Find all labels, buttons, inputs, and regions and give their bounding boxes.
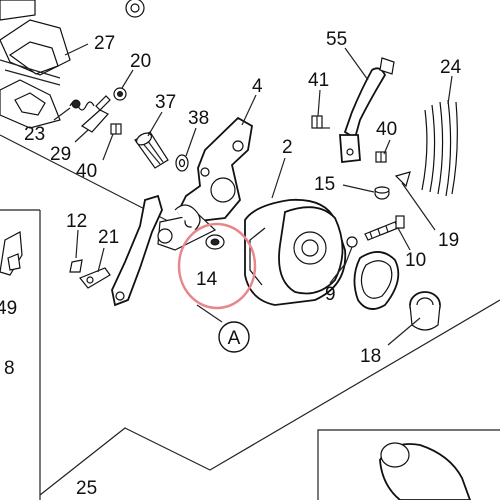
part-23-spring	[69, 99, 95, 111]
label-27: 27	[94, 33, 115, 54]
callout-circle	[218, 321, 250, 353]
part-21-link	[79, 267, 111, 289]
label-8: 8	[4, 358, 15, 379]
label-12: 12	[66, 211, 87, 232]
label-14: 14	[196, 269, 218, 290]
label-4: 4	[252, 76, 263, 97]
leader-lines	[53, 43, 453, 346]
highlight-ring	[177, 222, 257, 310]
label-23: 23	[24, 124, 45, 145]
part-38-washer	[175, 154, 189, 172]
frame-lines	[0, 134, 500, 500]
inset-part	[379, 442, 471, 500]
part-15-cylinder	[374, 186, 390, 200]
label-29: 29	[50, 144, 71, 165]
label-9: 9	[325, 284, 336, 305]
part-18-bushing	[409, 291, 441, 331]
label-20: 20	[130, 51, 151, 72]
part-40-screw-left	[110, 123, 122, 135]
part-41-screw	[311, 115, 330, 129]
label-10: 10	[405, 250, 426, 271]
part-4-plate-bracket	[176, 116, 253, 223]
part-labels: 27 20 55 24 4 41 37 38 23 29 40 40 2 15 …	[0, 29, 462, 499]
callout-letter: A	[228, 328, 241, 349]
part-12-clip	[69, 259, 83, 273]
part-19-pin	[394, 171, 411, 188]
part-14-bushing	[205, 234, 225, 250]
label-55: 55	[326, 29, 347, 50]
label-37: 37	[155, 92, 176, 113]
label-38: 38	[188, 108, 209, 129]
label-19: 19	[438, 230, 459, 251]
part-20-nut	[113, 87, 127, 101]
part-40-screw-right	[375, 151, 387, 163]
lower-left-parts	[0, 231, 23, 276]
label-24: 24	[440, 57, 462, 78]
label-40-left: 40	[76, 161, 97, 182]
label-2: 2	[282, 137, 293, 158]
label-25: 25	[76, 478, 97, 499]
label-15: 15	[314, 174, 335, 195]
part-24-springs	[421, 99, 458, 197]
label-49: 49	[0, 298, 17, 319]
label-21: 21	[98, 227, 119, 248]
upper-left-bracket-assembly	[0, 0, 145, 129]
part-2-main-housing	[244, 198, 347, 306]
label-40-right: 40	[376, 119, 397, 140]
part-29-link	[80, 95, 111, 133]
part-55-cable-rod	[339, 57, 395, 163]
part-37-bolt	[134, 131, 169, 169]
part-9-bolt	[344, 236, 358, 266]
gasket-ring	[353, 251, 400, 310]
label-18: 18	[360, 346, 381, 367]
label-41: 41	[308, 70, 329, 91]
lever-arm-assembly	[111, 194, 217, 307]
